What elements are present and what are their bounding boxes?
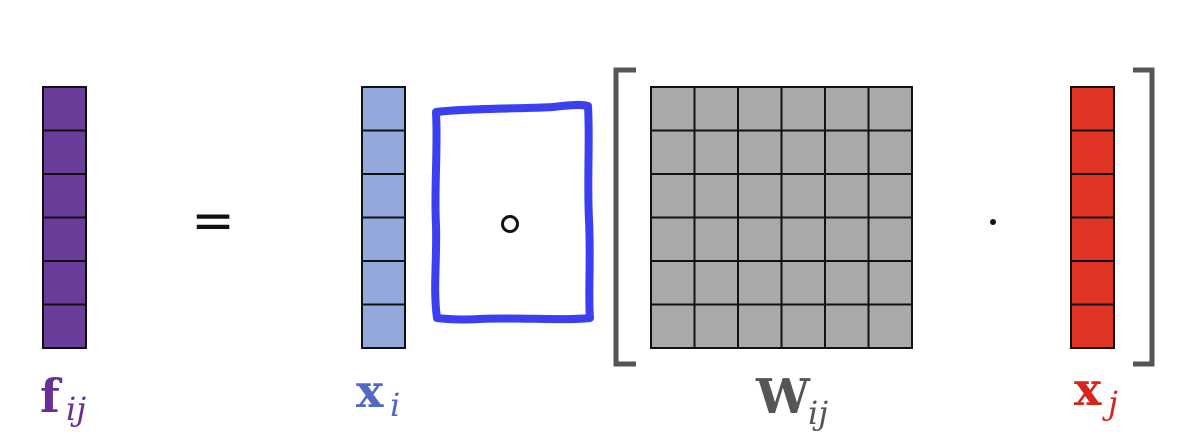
x-i-vector xyxy=(361,86,406,349)
matrix-cell xyxy=(650,86,696,132)
x-i-cell xyxy=(361,303,406,349)
label-xj-main: x xyxy=(1074,362,1102,416)
matrix-cell xyxy=(824,303,870,349)
f-ij-cell xyxy=(42,86,87,132)
matrix-cell xyxy=(867,303,913,349)
matrix-cell xyxy=(780,173,826,219)
matrix-cell xyxy=(867,216,913,262)
x-i-cell xyxy=(361,173,406,219)
matrix-cell xyxy=(650,129,696,175)
matrix-cell xyxy=(780,260,826,306)
left-bracket xyxy=(613,67,636,367)
matrix-cell xyxy=(737,260,783,306)
right-bracket xyxy=(1133,67,1155,367)
label-xi-main: x xyxy=(356,364,384,418)
equals-sign: = xyxy=(191,191,235,251)
matrix-cell xyxy=(737,303,783,349)
matrix-cell xyxy=(693,260,739,306)
f-ij-cell xyxy=(42,303,87,349)
x-i-cell xyxy=(361,260,406,306)
x-i-cell xyxy=(361,216,406,262)
label-f-main: f xyxy=(40,369,63,423)
matrix-cell xyxy=(780,303,826,349)
matrix-cell xyxy=(824,129,870,175)
label-x-i: x i xyxy=(356,364,400,424)
matrix-cell xyxy=(693,129,739,175)
matrix-cell xyxy=(867,129,913,175)
w-ij-matrix xyxy=(650,86,913,349)
matrix-cell xyxy=(693,86,739,132)
matrix-cell xyxy=(867,260,913,306)
matrix-cell xyxy=(867,173,913,219)
x-j-cell xyxy=(1070,173,1115,219)
matrix-cell xyxy=(867,86,913,132)
matrix-cell xyxy=(824,260,870,306)
matrix-cell xyxy=(780,86,826,132)
f-ij-cell xyxy=(42,216,87,262)
x-j-vector xyxy=(1070,86,1115,349)
label-w-sub: ij xyxy=(808,394,828,432)
label-w-ij: W ij xyxy=(755,369,828,432)
dot-operator xyxy=(990,219,996,225)
label-f-ij: f ij xyxy=(40,369,86,428)
matrix-cell xyxy=(650,173,696,219)
x-i-cell xyxy=(361,86,406,132)
matrix-cell xyxy=(737,173,783,219)
matrix-cell xyxy=(650,303,696,349)
matrix-cell xyxy=(693,173,739,219)
label-xi-sub: i xyxy=(390,386,400,424)
x-j-cell xyxy=(1070,86,1115,132)
x-j-cell xyxy=(1070,303,1115,349)
x-i-cell xyxy=(361,129,406,175)
matrix-cell xyxy=(737,129,783,175)
f-ij-vector xyxy=(42,86,87,349)
x-j-cell xyxy=(1070,129,1115,175)
matrix-cell xyxy=(693,216,739,262)
matrix-cell xyxy=(693,303,739,349)
matrix-cell xyxy=(650,260,696,306)
matrix-cell xyxy=(780,129,826,175)
label-f-sub: ij xyxy=(66,390,86,428)
x-j-cell xyxy=(1070,216,1115,262)
matrix-cell xyxy=(737,216,783,262)
matrix-cell xyxy=(824,216,870,262)
hadamard-operator xyxy=(501,215,519,233)
matrix-cell xyxy=(780,216,826,262)
f-ij-cell xyxy=(42,260,87,306)
matrix-cell xyxy=(824,173,870,219)
f-ij-cell xyxy=(42,173,87,219)
label-w-main: W xyxy=(755,369,811,425)
label-xj-sub: j xyxy=(1102,384,1118,422)
matrix-cell xyxy=(737,86,783,132)
f-ij-cell xyxy=(42,129,87,175)
matrix-cell xyxy=(824,86,870,132)
hadamard-highlight-box xyxy=(431,100,594,324)
label-x-j: x j xyxy=(1074,362,1118,422)
matrix-cell xyxy=(650,216,696,262)
x-j-cell xyxy=(1070,260,1115,306)
